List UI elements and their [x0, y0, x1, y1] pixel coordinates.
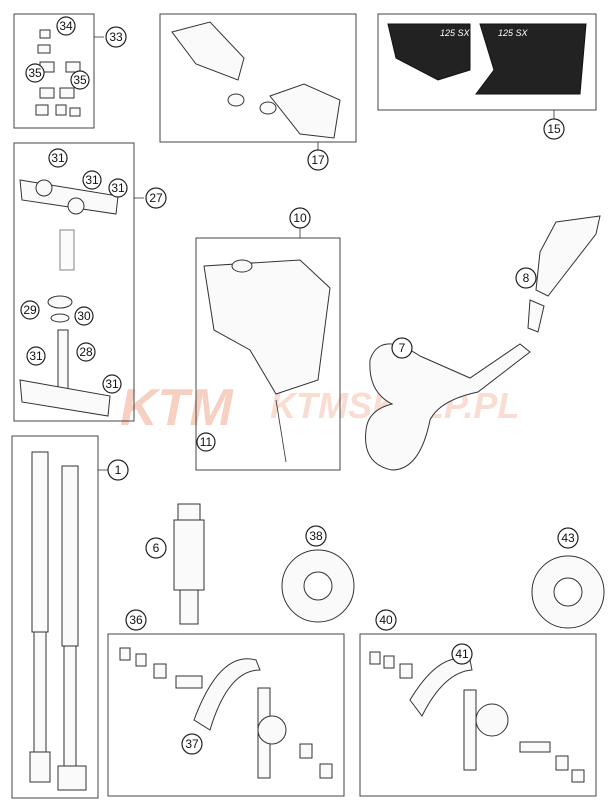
part-38-front-brake-disc: [281, 549, 355, 623]
callout-28: 28: [76, 342, 96, 362]
svg-text:8: 8: [523, 271, 530, 285]
callout-29: 29: [20, 300, 40, 320]
svg-text:15: 15: [547, 122, 561, 136]
group-1-front-fork: [11, 435, 108, 799]
svg-text:40: 40: [379, 613, 393, 627]
svg-text:43: 43: [561, 531, 575, 545]
callout-6: 6: [145, 537, 167, 559]
svg-text:31: 31: [51, 151, 65, 165]
watermark-brand: KTM: [120, 379, 234, 437]
decal-text-right: 125 SX: [498, 28, 529, 38]
part-6-shock-absorber: [173, 503, 205, 625]
callout-15: 15: [543, 118, 565, 140]
callout-7: 7: [391, 337, 413, 359]
svg-text:37: 37: [185, 737, 199, 751]
part-8-silencer: [527, 215, 601, 333]
callout-43: 43: [557, 527, 579, 549]
callout-10: 10: [289, 207, 311, 229]
callout-34: 34: [56, 16, 76, 36]
svg-text:28: 28: [79, 345, 93, 359]
svg-text:7: 7: [399, 341, 406, 355]
callout-41: 41: [451, 643, 473, 665]
group-36-front-wheel: [107, 633, 345, 797]
callout-1: 1: [107, 459, 129, 481]
svg-text:6: 6: [153, 541, 160, 555]
svg-text:31: 31: [105, 377, 119, 391]
svg-text:31: 31: [29, 349, 43, 363]
svg-text:30: 30: [77, 309, 91, 323]
group-10-fuel-tank: [195, 228, 341, 471]
callout-31a: 31: [48, 148, 68, 168]
group-15-decals: 125 SX 125 SX: [377, 13, 597, 120]
callout-31c: 31: [108, 178, 128, 198]
svg-text:27: 27: [149, 191, 163, 205]
callout-37: 37: [181, 733, 203, 755]
svg-text:38: 38: [309, 529, 323, 543]
svg-text:31: 31: [85, 173, 99, 187]
callout-40: 40: [375, 609, 397, 631]
part-7-exhaust-pipe: [365, 343, 531, 471]
callout-33: 33: [105, 26, 127, 48]
callout-35a: 35: [25, 63, 45, 83]
svg-text:1: 1: [115, 463, 122, 477]
callout-36: 36: [125, 609, 147, 631]
callout-27: 27: [145, 187, 167, 209]
svg-text:35: 35: [73, 73, 87, 87]
callout-31d: 31: [26, 346, 46, 366]
callout-35b: 35: [70, 70, 90, 90]
svg-text:35: 35: [28, 66, 42, 80]
svg-text:29: 29: [23, 303, 37, 317]
svg-text:41: 41: [455, 647, 469, 661]
callout-11: 11: [196, 432, 216, 452]
callout-8: 8: [515, 267, 537, 289]
svg-text:31: 31: [111, 181, 125, 195]
svg-text:10: 10: [293, 211, 307, 225]
decal-text-left: 125 SX: [440, 28, 471, 38]
callout-31b: 31: [82, 170, 102, 190]
svg-text:17: 17: [311, 153, 325, 167]
group-27-triple-clamp: [13, 142, 144, 422]
svg-text:11: 11: [200, 435, 213, 449]
callout-17: 17: [307, 149, 329, 171]
callout-30: 30: [74, 306, 94, 326]
svg-text:34: 34: [59, 19, 73, 33]
group-17-handguards: [159, 13, 357, 152]
group-40-rear-wheel: [359, 633, 597, 797]
svg-text:36: 36: [129, 613, 143, 627]
svg-text:33: 33: [109, 30, 123, 44]
part-43-rear-brake-disc: [531, 555, 605, 629]
callout-38: 38: [305, 525, 327, 547]
callout-31e: 31: [102, 374, 122, 394]
